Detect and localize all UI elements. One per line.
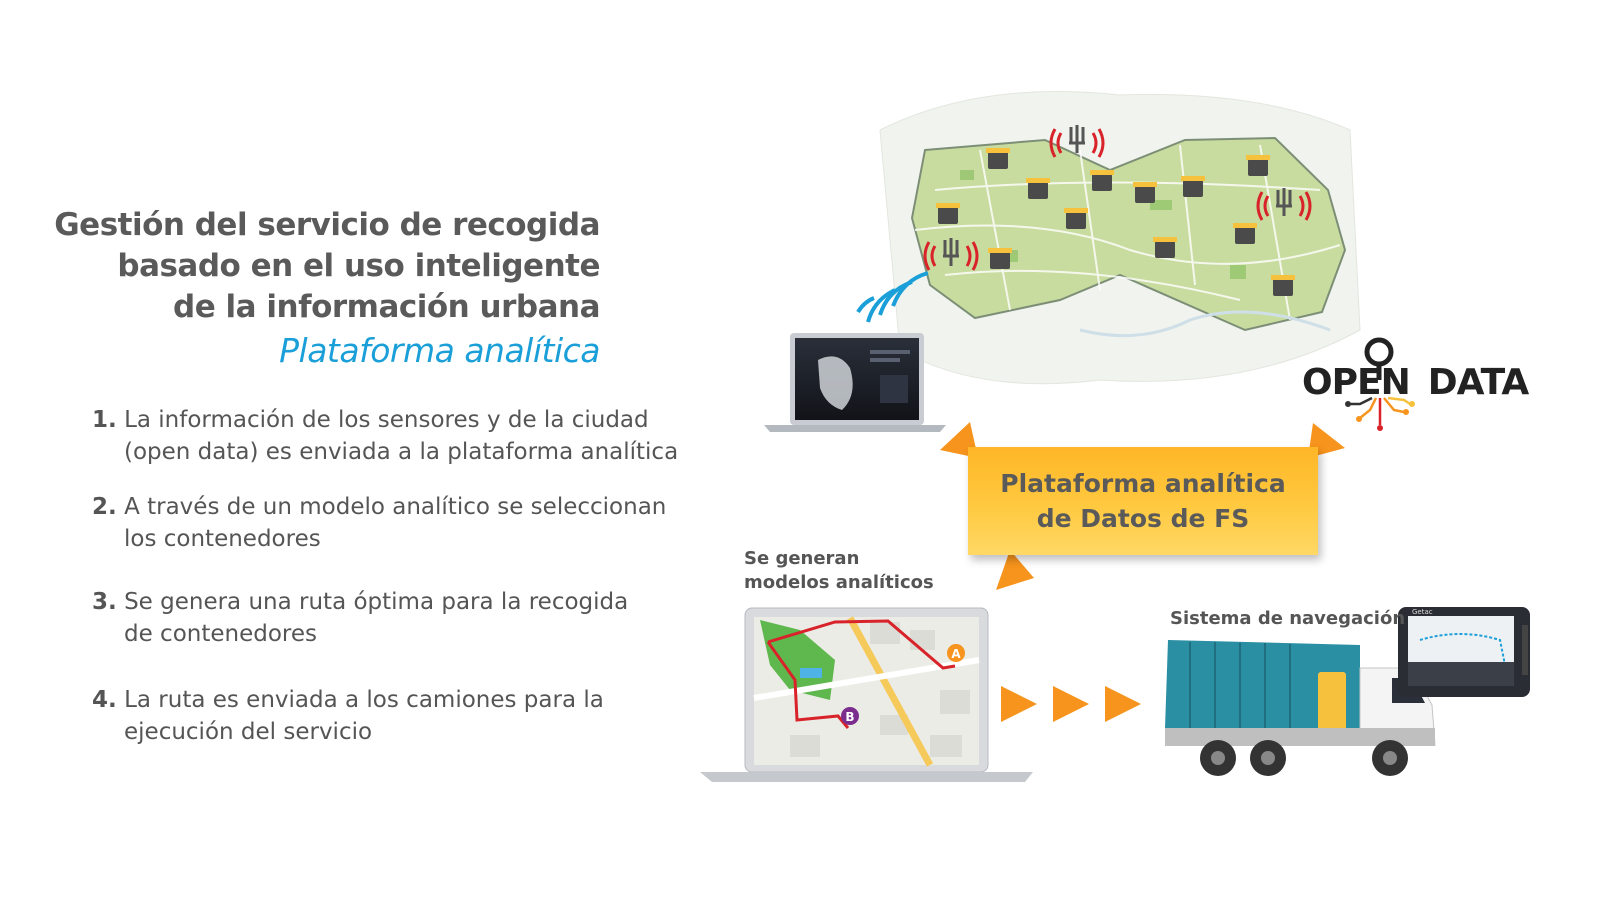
step-number: 2. bbox=[92, 494, 117, 520]
sensor-antennas bbox=[923, 125, 1312, 271]
city-map bbox=[879, 91, 1361, 385]
step-2: 2. A través de un modelo analítico se se… bbox=[92, 491, 666, 555]
subtitle: Plataforma analítica bbox=[279, 331, 600, 370]
container-icon bbox=[1090, 170, 1114, 191]
platform-line-2: de Datos de FS bbox=[1036, 504, 1250, 533]
wifi-signal-icon bbox=[856, 271, 929, 323]
navigation-label: Sistema de navegación bbox=[1170, 608, 1406, 629]
step-text-cont: ejecución del servicio bbox=[124, 719, 373, 745]
step-text: La ruta es enviada a los camiones para l… bbox=[124, 687, 604, 713]
models-label-line-2: modelos analíticos bbox=[744, 572, 934, 593]
arrow-to-models bbox=[996, 550, 1034, 590]
laptop-route-map-icon: A B bbox=[700, 607, 1033, 782]
antenna-icon bbox=[923, 238, 979, 271]
platform-line-1: Plataforma analítica bbox=[1000, 469, 1286, 498]
title-line-3: de la información urbana bbox=[173, 289, 600, 325]
step-text-cont: de contenedores bbox=[124, 621, 318, 647]
step-text-cont: los contenedores bbox=[124, 526, 321, 552]
map-containers bbox=[936, 148, 1295, 296]
container-icon bbox=[988, 248, 1012, 269]
step-number: 1. bbox=[92, 407, 117, 433]
container-icon bbox=[1153, 237, 1177, 258]
step-number: 3. bbox=[92, 589, 117, 615]
marker-b-label: B bbox=[845, 710, 854, 724]
open-data-wordmark: OPEN DATA bbox=[1302, 362, 1530, 403]
step-text: Se genera una ruta óptima para la recogi… bbox=[124, 589, 629, 615]
analytics-platform-box: Plataforma analítica de Datos de FS bbox=[968, 447, 1318, 555]
arrow-right-3 bbox=[1105, 686, 1141, 722]
container-icon bbox=[1026, 178, 1050, 199]
antenna-icon bbox=[1256, 188, 1312, 221]
container-icon bbox=[986, 148, 1010, 169]
arrow-right-1 bbox=[1001, 686, 1037, 722]
river bbox=[1079, 310, 1331, 338]
step-number: 4. bbox=[92, 687, 117, 713]
marker-a-label: A bbox=[951, 647, 961, 661]
container-icon bbox=[1181, 176, 1205, 197]
step-4: 4. La ruta es enviada a los camiones par… bbox=[92, 684, 604, 748]
tablet-brand: Getac bbox=[1412, 608, 1433, 616]
models-label: Se generan modelos analíticos bbox=[744, 547, 934, 595]
title-line-1: Gestión del servicio de recogida bbox=[54, 207, 600, 243]
step-3: 3. Se genera una ruta óptima para la rec… bbox=[92, 586, 628, 650]
step-text: La información de los sensores y de la c… bbox=[124, 407, 649, 433]
container-icon bbox=[936, 203, 960, 224]
step-text-cont: (open data) es enviada a la plataforma a… bbox=[124, 439, 679, 465]
open-data-right: DATA bbox=[1427, 362, 1530, 403]
container-icon bbox=[1233, 223, 1257, 244]
step-text: A través de un modelo analítico se selec… bbox=[124, 494, 667, 520]
garbage-truck-icon bbox=[1165, 640, 1436, 776]
arrow-right-2 bbox=[1053, 686, 1089, 722]
antenna-icon bbox=[1049, 125, 1105, 158]
navigation-tablet-icon: Getac bbox=[1398, 607, 1530, 697]
open-data-left: OPEN bbox=[1302, 362, 1411, 403]
container-icon bbox=[1271, 275, 1295, 296]
models-label-line-1: Se generan bbox=[744, 548, 860, 569]
laptop-dashboard-icon bbox=[764, 333, 946, 432]
container-icon bbox=[1246, 155, 1270, 176]
open-data-logo-icon bbox=[1345, 337, 1415, 431]
step-1: 1. La información de los sensores y de l… bbox=[92, 404, 678, 468]
title-block: Gestión del servicio de recogida basado … bbox=[54, 205, 600, 374]
title-line-2: basado en el uso inteligente bbox=[117, 248, 600, 284]
container-icon bbox=[1064, 208, 1088, 229]
container-icon bbox=[1133, 182, 1157, 203]
